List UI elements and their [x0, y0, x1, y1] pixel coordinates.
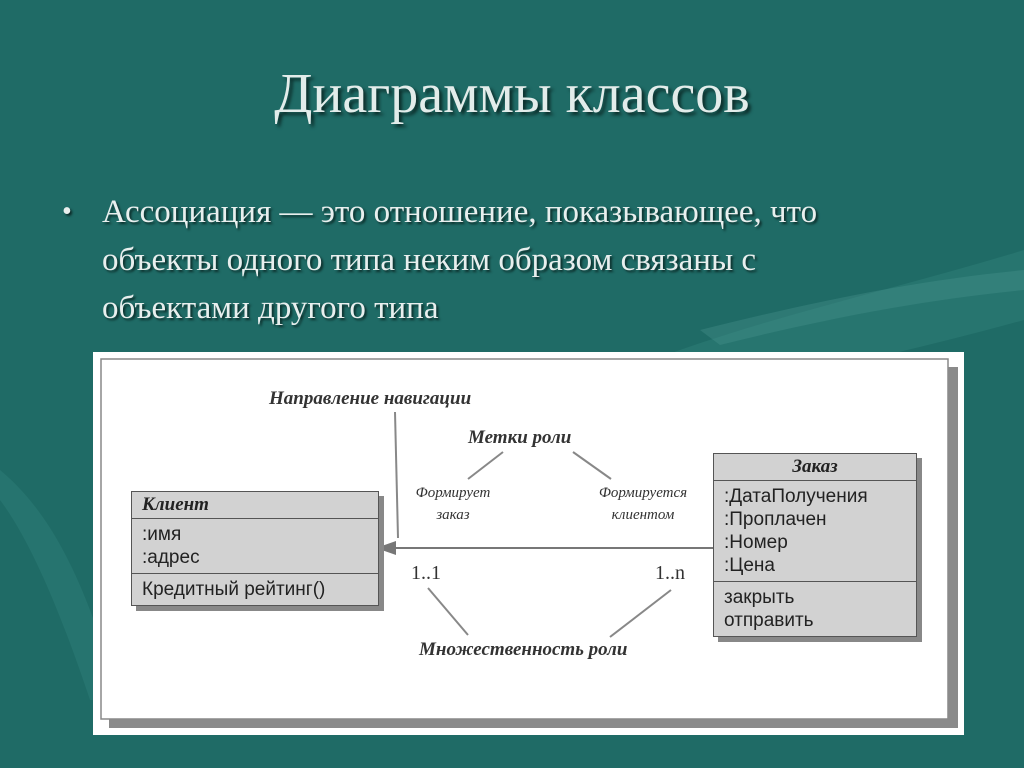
order-class-box: Заказ :ДатаПолучения :Проплачен :Номер :…: [713, 453, 917, 637]
multiplicity-pointer-left: [427, 587, 469, 636]
role-label-left-line-2: заказ: [436, 507, 470, 523]
role-label-right-line-1: Формируется: [598, 485, 688, 501]
navigation-direction-label: Направление навигации: [269, 388, 472, 409]
client-operation-credit-rating: Кредитный рейтинг(): [142, 579, 326, 600]
role-label-left: Формирует заказ: [393, 482, 513, 526]
role-pointer-left: [467, 451, 504, 480]
bullet-line-3: объектами другого типа: [102, 290, 439, 326]
figure-frame-shadow-right: [948, 367, 958, 727]
order-operations: закрыть отправить: [714, 582, 916, 636]
order-operation-close: закрыть: [724, 587, 795, 608]
role-label-left-line-1: Формирует: [415, 485, 491, 501]
slide-title: Диаграммы классов: [274, 63, 750, 125]
order-attribute-number: :Номер: [724, 532, 788, 553]
client-attribute-address: :адрес: [142, 547, 200, 568]
client-attribute-name: :имя: [142, 524, 182, 545]
role-label-right-line-2: клиентом: [611, 507, 675, 523]
order-attribute-date: :ДатаПолучения: [724, 486, 868, 507]
order-attributes: :ДатаПолучения :Проплачен :Номер :Цена: [714, 481, 916, 582]
bullet-line-1: Ассоциация — это отношение, показывающее…: [102, 194, 818, 230]
bullet-dot-icon: •: [62, 196, 72, 227]
figure-frame-shadow-bottom: [109, 719, 958, 728]
navigation-pointer-line: [394, 411, 399, 539]
navigation-arrow-head: [376, 541, 396, 555]
bullet-text: Ассоциация — это отношение, показывающее…: [102, 188, 982, 332]
client-attributes: :имя :адрес: [132, 519, 378, 574]
role-label-right: Формируется клиентом: [578, 482, 708, 526]
multiplicity-right: 1..n: [655, 562, 685, 584]
multiplicity-title: Множественность роли: [419, 639, 628, 660]
client-class-name: Клиент: [132, 492, 378, 519]
figure-canvas: Клиент :имя :адрес Кредитный рейтинг() З…: [93, 352, 964, 735]
multiplicity-left: 1..1: [411, 562, 441, 584]
order-operation-ship: отправить: [724, 610, 814, 631]
diagram-lines: [100, 358, 958, 728]
class-diagram-figure: Клиент :имя :адрес Кредитный рейтинг() З…: [93, 352, 964, 735]
role-labels-title: Метки роли: [468, 427, 572, 448]
client-class-box: Клиент :имя :адрес Кредитный рейтинг(): [131, 491, 379, 606]
client-operations: Кредитный рейтинг(): [132, 574, 378, 605]
order-class-name: Заказ: [714, 454, 916, 481]
order-attribute-paid: :Проплачен: [724, 509, 827, 530]
multiplicity-pointer-right: [609, 589, 672, 638]
bullet-line-2: объекты одного типа неким образом связан…: [102, 242, 757, 278]
order-attribute-price: :Цена: [724, 555, 775, 576]
role-pointer-right: [572, 451, 612, 480]
